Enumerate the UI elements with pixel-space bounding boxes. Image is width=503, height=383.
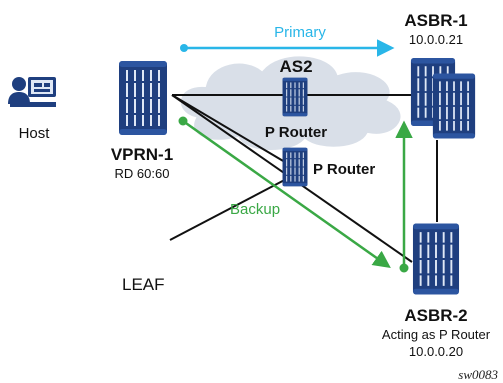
figure-id: sw0083 (458, 367, 498, 382)
asbr1-name: ASBR-1 (404, 11, 467, 30)
p-router-mid-label: P Router (313, 161, 375, 178)
host-label: Host (19, 125, 51, 142)
p-router-mid-icon (282, 147, 308, 187)
leaf-label: LEAF (122, 275, 165, 294)
vprn1-rd: RD 60:60 (115, 166, 170, 181)
primary-path: Primary (180, 24, 395, 57)
asbr1-ip: 10.0.0.21 (409, 32, 463, 47)
vprn1-router-icon (118, 60, 168, 136)
backup-label: Backup (230, 201, 280, 218)
backup-path: Backup (178, 116, 413, 273)
link-vprn1-prouter (171, 94, 296, 169)
asbr2-router-icon (412, 222, 460, 296)
vprn1-name: VPRN-1 (111, 145, 173, 164)
primary-label: Primary (274, 24, 326, 41)
asbr2-ip: 10.0.0.20 (409, 344, 463, 359)
host-workstation-icon (8, 77, 56, 107)
asbr1-router-stack-icon (410, 57, 476, 140)
p-router-top-label: P Router (265, 124, 327, 141)
asbr2-role: Acting as P Router (382, 327, 491, 342)
as2-label: AS2 (279, 57, 312, 76)
p-router-top-icon (282, 77, 308, 117)
asbr2-name: ASBR-2 (404, 306, 467, 325)
